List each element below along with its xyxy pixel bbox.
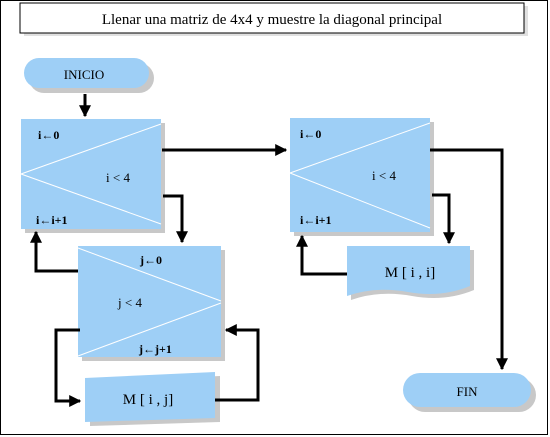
page-title: Llenar una matriz de 4x4 y muestre la di… (102, 12, 442, 28)
loop-i-fill-step: i←i+1 (36, 213, 68, 227)
end-terminator: FIN (403, 373, 536, 412)
start-terminator: INICIO (24, 58, 154, 93)
arrow-output-to-loop-show (296, 234, 347, 276)
loop-j-step: j←j+1 (138, 342, 172, 356)
loop-i-show: i←0 i < 4 i←i+1 (289, 118, 434, 236)
loop-i-fill: i←0 i < 4 i←i+1 (20, 119, 165, 233)
loop-i-fill-init: i←0 (38, 128, 59, 142)
loop-j-init: j←0 (139, 253, 162, 267)
loop-i-fill-condition: i < 4 (106, 170, 130, 185)
assign-cell-box: M [ i , j] (85, 372, 220, 426)
arrow-loop-show-to-end (430, 148, 508, 371)
arrow-loop-i-to-loop-j (163, 194, 188, 244)
end-label: FIN (457, 384, 479, 399)
output-diagonal-box: M [ i , i] (347, 246, 474, 300)
loop-i-show-step: i←i+1 (300, 213, 332, 227)
loop-i-show-condition: i < 4 (372, 168, 396, 183)
arrow-loop-j-to-assign (54, 328, 82, 407)
loop-i-show-init: i←0 (300, 127, 321, 141)
arrow-loop-j-to-loop-i (30, 230, 78, 273)
loop-j: j←0 j < 4 j←j+1 (77, 246, 225, 361)
title-box: Llenar una matriz de 4x4 y muestre la di… (19, 2, 528, 36)
start-label: INICIO (64, 67, 104, 82)
arrow-loop-show-to-output (432, 193, 455, 245)
connectors (30, 94, 508, 407)
output-diagonal-label: M [ i , i] (385, 265, 435, 281)
assign-cell-label: M [ i , j] (123, 392, 173, 408)
loop-j-condition: j < 4 (117, 295, 142, 310)
arrow-assign-to-loop-j (215, 324, 260, 402)
